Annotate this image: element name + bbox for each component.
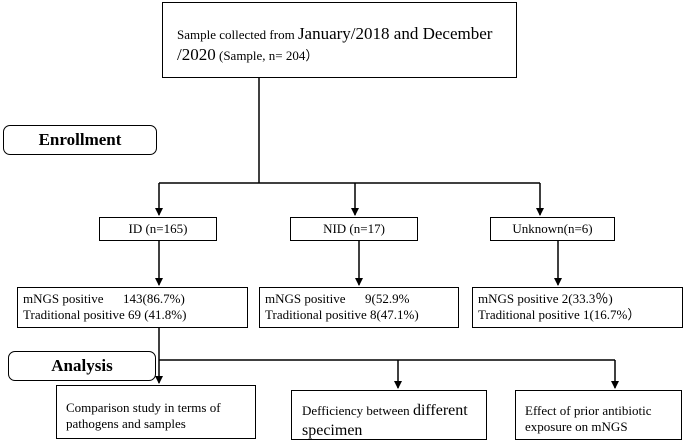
analysis-label: Analysis bbox=[8, 351, 156, 381]
outcome-effect: Effect of prior antibiotic exposure on m… bbox=[515, 390, 682, 440]
outcome-comparison: Comparison study in terms of pathogens a… bbox=[56, 385, 256, 439]
result-id-mngs: mNGS positive 143(86.7%) bbox=[23, 291, 185, 306]
group-nid: NID (n=17) bbox=[290, 217, 418, 241]
result-unknown-mngs: mNGS positive 2(33.3％) bbox=[478, 291, 613, 306]
outcome-effect-line1: Effect of prior antibiotic bbox=[525, 403, 652, 418]
result-id: mNGS positive 143(86.7%) Traditional pos… bbox=[17, 287, 248, 328]
outcome-comparison-line1: Comparison study in terms of bbox=[66, 400, 221, 415]
group-id: ID (n=165) bbox=[99, 217, 217, 241]
result-unknown-traditional: Traditional positive 1(16.7%） bbox=[478, 307, 641, 322]
outcome-defficiency-large: different bbox=[412, 402, 468, 419]
sample-count: (Sample, n= 204） bbox=[215, 48, 319, 63]
result-unknown: mNGS positive 2(33.3％) Traditional posit… bbox=[472, 287, 683, 328]
sample-date-end: /2020 bbox=[177, 45, 216, 64]
result-nid-traditional: Traditional positive 8(47.1%) bbox=[265, 307, 419, 322]
outcome-comparison-line2: pathogens and samples bbox=[66, 416, 186, 431]
outcome-effect-line2: exposure on mNGS bbox=[525, 419, 628, 434]
result-nid-mngs: mNGS positive 9(52.9% bbox=[265, 291, 410, 306]
outcome-defficiency-small: Defficiency between bbox=[302, 403, 413, 418]
result-id-traditional: Traditional positive 69 (41.8%) bbox=[23, 307, 187, 322]
outcome-defficiency: Defficiency between different specimen bbox=[291, 390, 487, 440]
sample-box: Sample collected from January/2018 and D… bbox=[162, 2, 517, 78]
outcome-defficiency-line2: specimen bbox=[302, 422, 363, 439]
result-nid: mNGS positive 9(52.9% Traditional positi… bbox=[259, 287, 459, 328]
group-unknown: Unknown(n=6) bbox=[490, 217, 615, 241]
enrollment-label: Enrollment bbox=[3, 125, 157, 155]
sample-text-large: January/2018 and December bbox=[297, 24, 493, 43]
sample-text-small: Sample collected from bbox=[177, 27, 298, 42]
